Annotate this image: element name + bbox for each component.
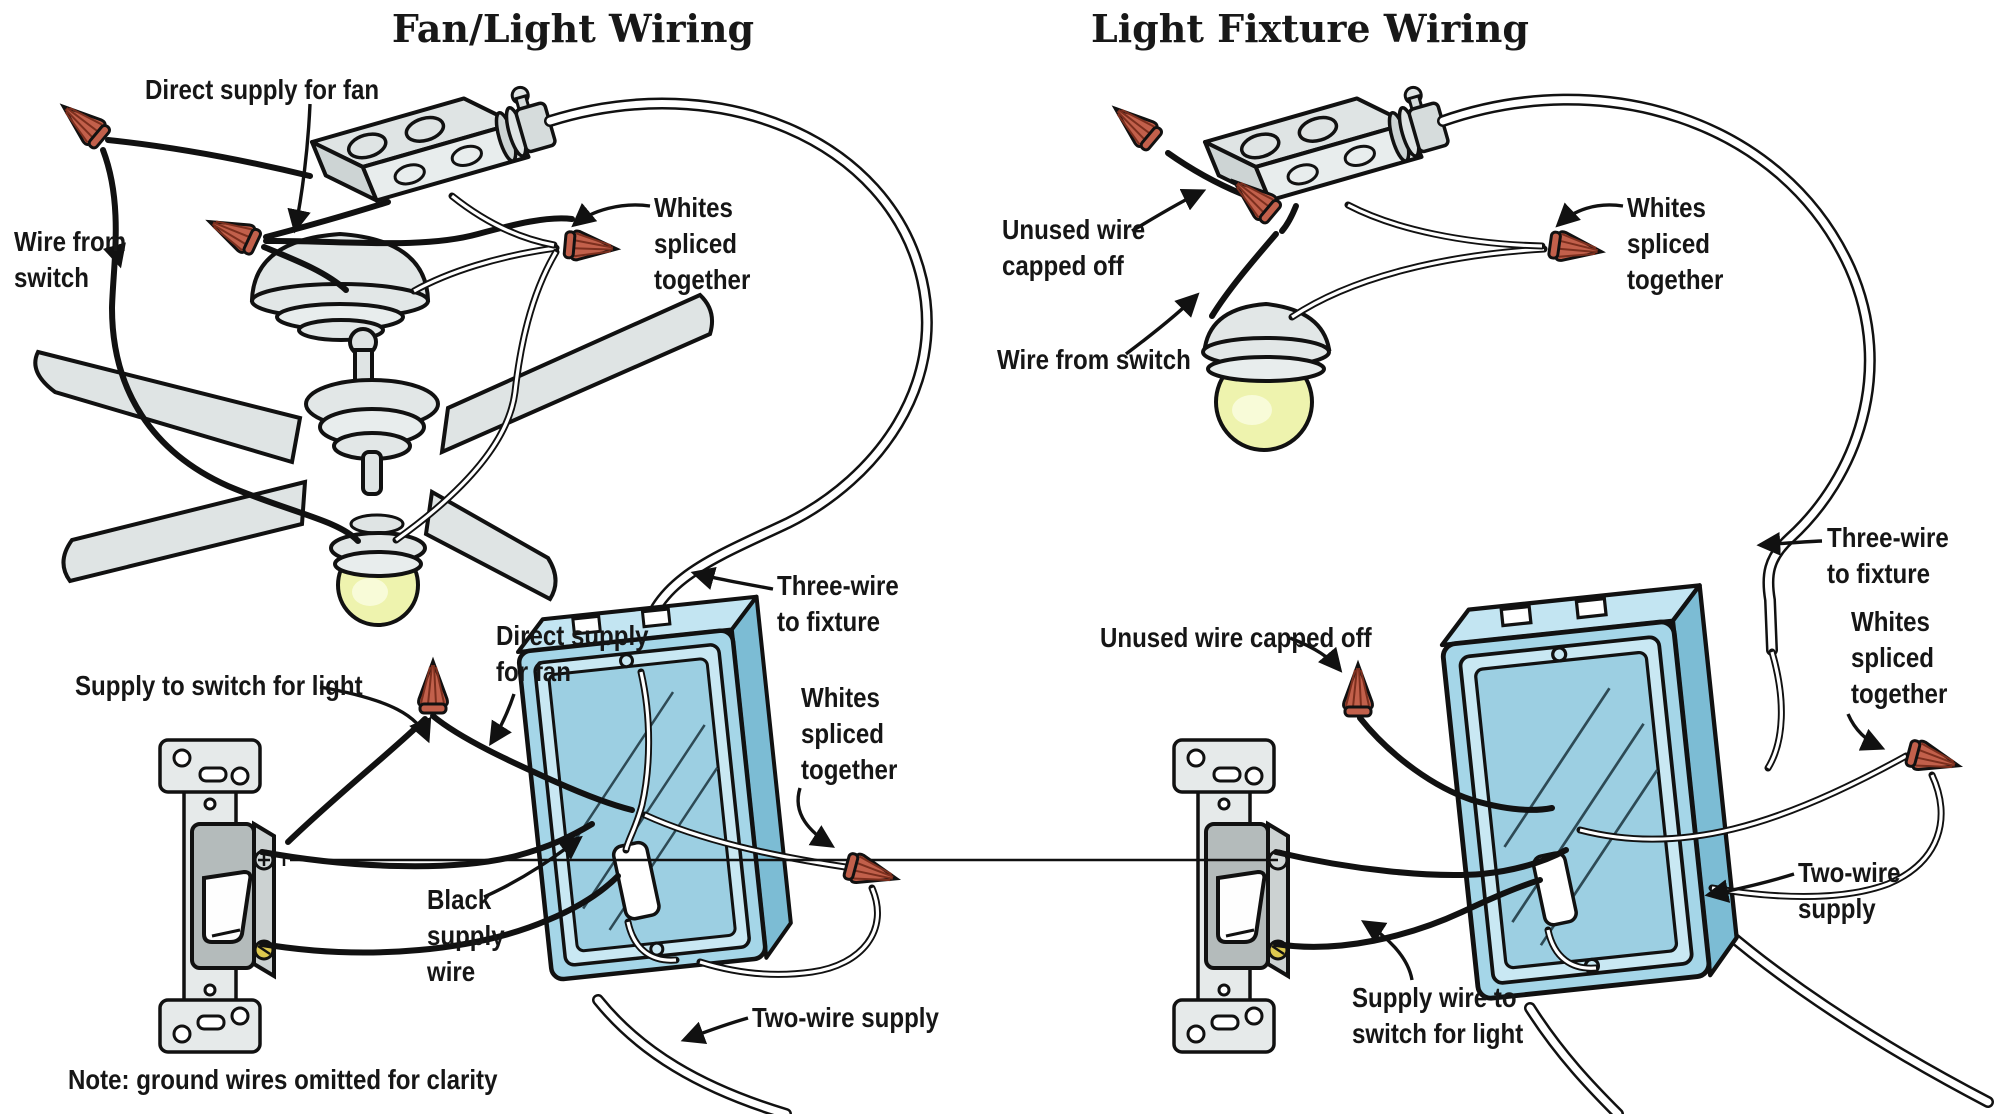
label-whites-spliced-box-left: Whites spliced together: [801, 682, 898, 785]
cable-clamp-right: [1387, 85, 1450, 163]
white-splice-wires-right: [1288, 201, 1548, 321]
electrical-box-right: [1439, 583, 1739, 1001]
box-notch: [1574, 596, 1608, 620]
label-wire-from-switch-left: Wire from switch: [14, 226, 127, 293]
two-wire-supply-cable-left: [592, 994, 792, 1114]
label-direct-supply-fan-lower: Direct supply for fan: [496, 620, 649, 687]
wire-nuts: [59, 103, 1964, 884]
knockout-hole: [404, 115, 446, 143]
three-wire-cable-right: [1437, 93, 1876, 656]
fan-spindle: [361, 450, 383, 496]
box-screw-boss: [619, 653, 635, 669]
left-diagram-title: Fan/Light Wiring: [391, 6, 755, 51]
label-supply-wire-to-switch: Supply wire to switch for light: [1352, 982, 1524, 1049]
black-wires-right: [1165, 150, 1569, 950]
fan-blade-lower-left: [61, 479, 308, 584]
box-notch: [640, 607, 672, 629]
wire-nut: [1904, 739, 1964, 771]
knockout-hole: [1343, 144, 1376, 167]
wire-nut: [59, 103, 112, 150]
white-splice-wires-left: [392, 192, 560, 544]
label-wire-from-switch-right: Wire from switch: [997, 344, 1191, 375]
cable-clamp-left: [494, 85, 557, 163]
label-whites-spliced-top-right: Whites spliced together: [1627, 192, 1724, 295]
wire-nut: [1230, 178, 1283, 225]
label-whites-spliced-top-left: Whites spliced together: [654, 192, 751, 295]
fan-light-highlight: [352, 578, 388, 606]
knockout-hole: [393, 163, 426, 186]
label-whites-spliced-box-right: Whites spliced together: [1851, 606, 1948, 709]
fixture-highlight: [1232, 395, 1272, 425]
fan-blade-upper-right: [439, 292, 714, 456]
wire-nut: [1547, 230, 1606, 262]
fan-blade-lower-right: [423, 488, 558, 602]
label-direct-supply-fan-top: Direct supply for fan: [145, 74, 380, 105]
wire-nut: [205, 219, 262, 256]
wire-nut: [842, 852, 902, 884]
white-wires-right: [1544, 648, 1945, 972]
fan-canopy: [249, 231, 431, 302]
toggle-switch-right: [282, 738, 1290, 1054]
box-notch: [571, 614, 602, 636]
label-unused-wire-lower: Unused wire capped off: [1100, 622, 1372, 653]
ceiling-fan-illustration: [33, 231, 714, 627]
toggle-switch-left: [158, 738, 276, 1054]
cable-sleeve-right: [1531, 851, 1578, 927]
label-three-wire-right: Three-wire to fixture: [1827, 522, 1949, 589]
switch-toggle: [1216, 869, 1267, 944]
footnote: Note: ground wires omitted for clarity: [68, 1064, 498, 1095]
box-screw-boss: [1551, 646, 1568, 663]
junction-box-left: [310, 96, 531, 203]
knockout-hole: [1286, 163, 1319, 186]
knockout-hole: [1239, 132, 1281, 160]
right-diagram-title: Light Fixture Wiring: [1091, 6, 1529, 51]
label-supply-to-switch: Supply to switch for light: [75, 670, 363, 701]
label-unused-wire-top: Unused wire capped off: [1002, 214, 1146, 281]
label-two-wire-supply-right: Two-wire supply: [1798, 857, 1901, 924]
label-two-wire-supply-left: Two-wire supply: [752, 1002, 939, 1033]
wire-nut: [417, 656, 449, 715]
switch-toggle: [202, 869, 253, 944]
leader-arrows: [102, 103, 1886, 1045]
wire-nut: [1111, 105, 1164, 152]
label-three-wire-left: Three-wire to fixture: [777, 570, 899, 637]
fan-light-cap: [333, 550, 423, 578]
fan-light-stem: [349, 513, 405, 535]
label-black-supply-wire: Black supply wire: [427, 884, 505, 987]
knockout-hole: [450, 144, 483, 167]
three-wire-cable-left: [544, 97, 933, 674]
wire-nut: [1342, 659, 1374, 718]
wire-nut: [562, 229, 622, 262]
knockout-hole: [346, 132, 388, 160]
white-wires-left: [622, 668, 881, 978]
knockout-hole: [1297, 115, 1339, 143]
fan-blade-upper-left: [33, 349, 303, 465]
light-fixture-illustration: [1201, 301, 1332, 452]
fixture-ring: [1206, 355, 1326, 383]
box-notch: [1499, 604, 1533, 628]
